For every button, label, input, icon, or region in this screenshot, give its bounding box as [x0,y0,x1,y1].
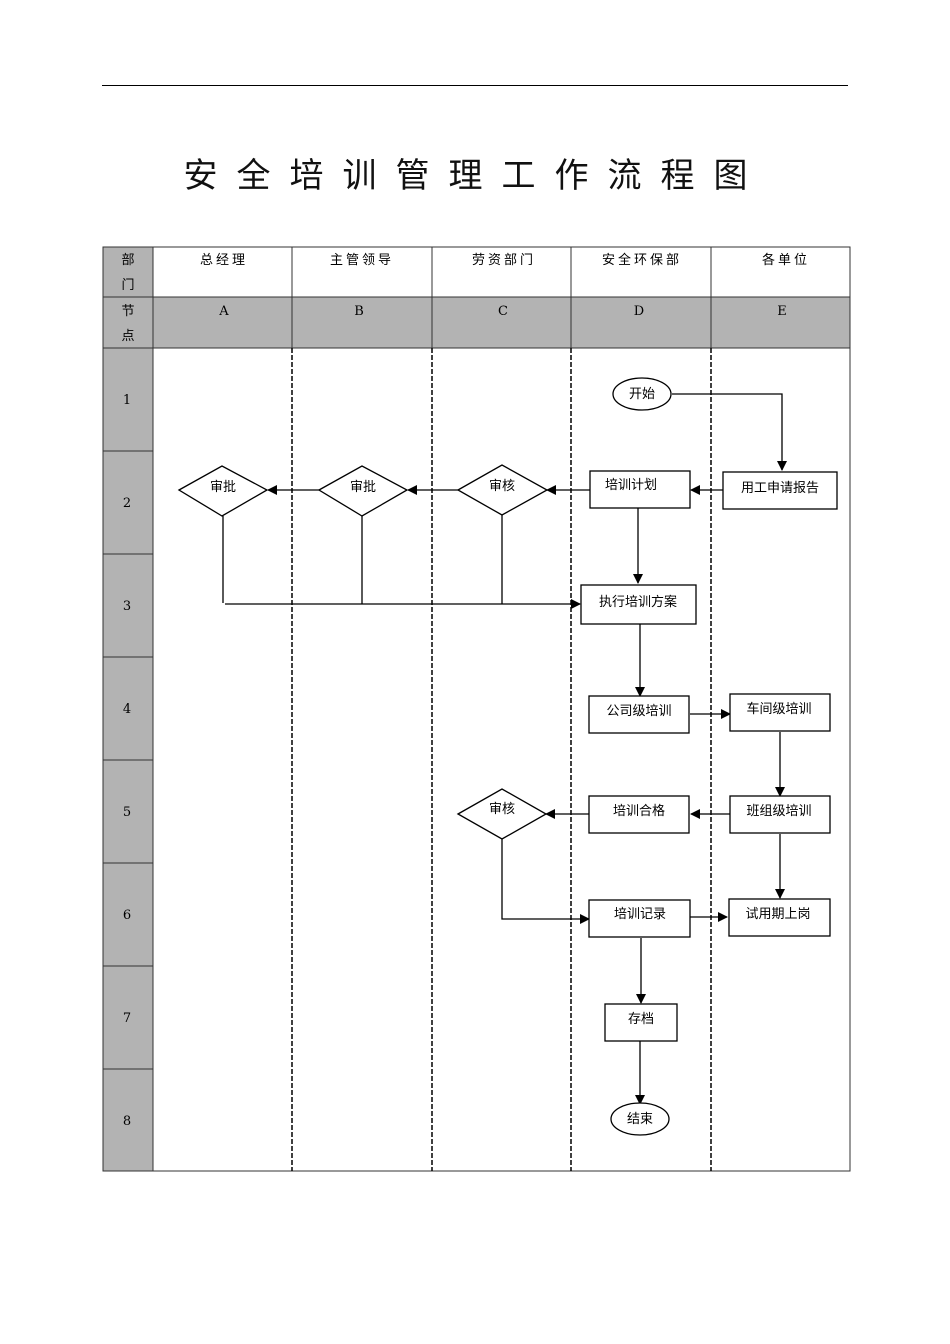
company-training-label: 公司级培训 [606,703,671,719]
archive-node[interactable] [604,1003,678,1042]
probation-node[interactable] [728,898,831,937]
employment-report-label: 用工申请报告 [741,481,819,496]
employment-report-node[interactable] [722,471,838,510]
node-header-row [153,297,850,348]
column-b: B [354,304,364,319]
company-training-node[interactable] [588,695,690,734]
node-label-1: 节 [121,304,134,319]
row-7: 7 [123,1011,131,1026]
execute-plan-label: 执行培训方案 [599,594,677,610]
edge-start-to-report [672,393,787,471]
table-frame [102,246,851,1172]
column-c: C [498,304,508,319]
top-rule [102,85,848,86]
row-4: 4 [123,702,131,717]
training-plan-node[interactable] [589,470,691,509]
workshop-training-node[interactable] [729,693,831,732]
probation-label: 试用期上岗 [745,907,810,922]
dept-general-manager: 总经理 [200,253,248,268]
review-c2-node[interactable] [456,464,549,516]
column-e: E [777,304,787,319]
review-c2-label: 审核 [489,479,515,494]
review-c5-node[interactable] [456,788,548,840]
start-label: 开始 [629,387,655,402]
training-record-label: 培训记录 [614,906,666,922]
row-8: 8 [123,1114,131,1129]
execute-plan-node[interactable] [580,584,697,625]
approve-a2-node[interactable] [177,465,269,517]
workshop-training-label: 车间级培训 [746,701,811,717]
row-5: 5 [123,805,131,820]
connectors [222,393,787,1105]
column-a: A [218,304,229,319]
dept-supervisor: 主管领导 [330,253,394,268]
row-3: 3 [123,599,131,614]
column-d: D [634,304,644,319]
training-plan-label: 培训计划 [605,477,657,493]
start-node[interactable] [612,377,672,411]
archive-label: 存档 [628,1012,654,1027]
training-passed-node[interactable] [588,795,690,834]
row-2: 2 [123,496,131,511]
team-training-node[interactable] [729,795,831,834]
dept-label-1: 部 [121,253,134,268]
review-c5-label: 审核 [489,802,515,817]
team-training-label: 班组级培训 [746,803,811,819]
end-node[interactable] [610,1102,670,1136]
dept-units: 各单位 [762,252,810,268]
edge-review-to-record [501,839,590,924]
approve-a2-label: 审批 [210,480,236,495]
row-1: 1 [123,393,131,408]
node-label-2: 点 [121,329,134,344]
left-label-column [103,247,153,1171]
row-6: 6 [123,908,131,923]
end-label: 结束 [627,1112,653,1127]
page-title: 安全培训管理工作流程图 [183,156,767,196]
approve-b2-label: 审批 [350,480,376,495]
approve-b2-node[interactable] [317,465,409,517]
training-record-node[interactable] [588,899,691,938]
training-passed-label: 培训合格 [613,803,665,819]
dept-safety-env: 安全环保部 [602,252,682,268]
dept-labor: 劳资部门 [472,252,536,268]
dept-label-2: 门 [121,278,134,293]
